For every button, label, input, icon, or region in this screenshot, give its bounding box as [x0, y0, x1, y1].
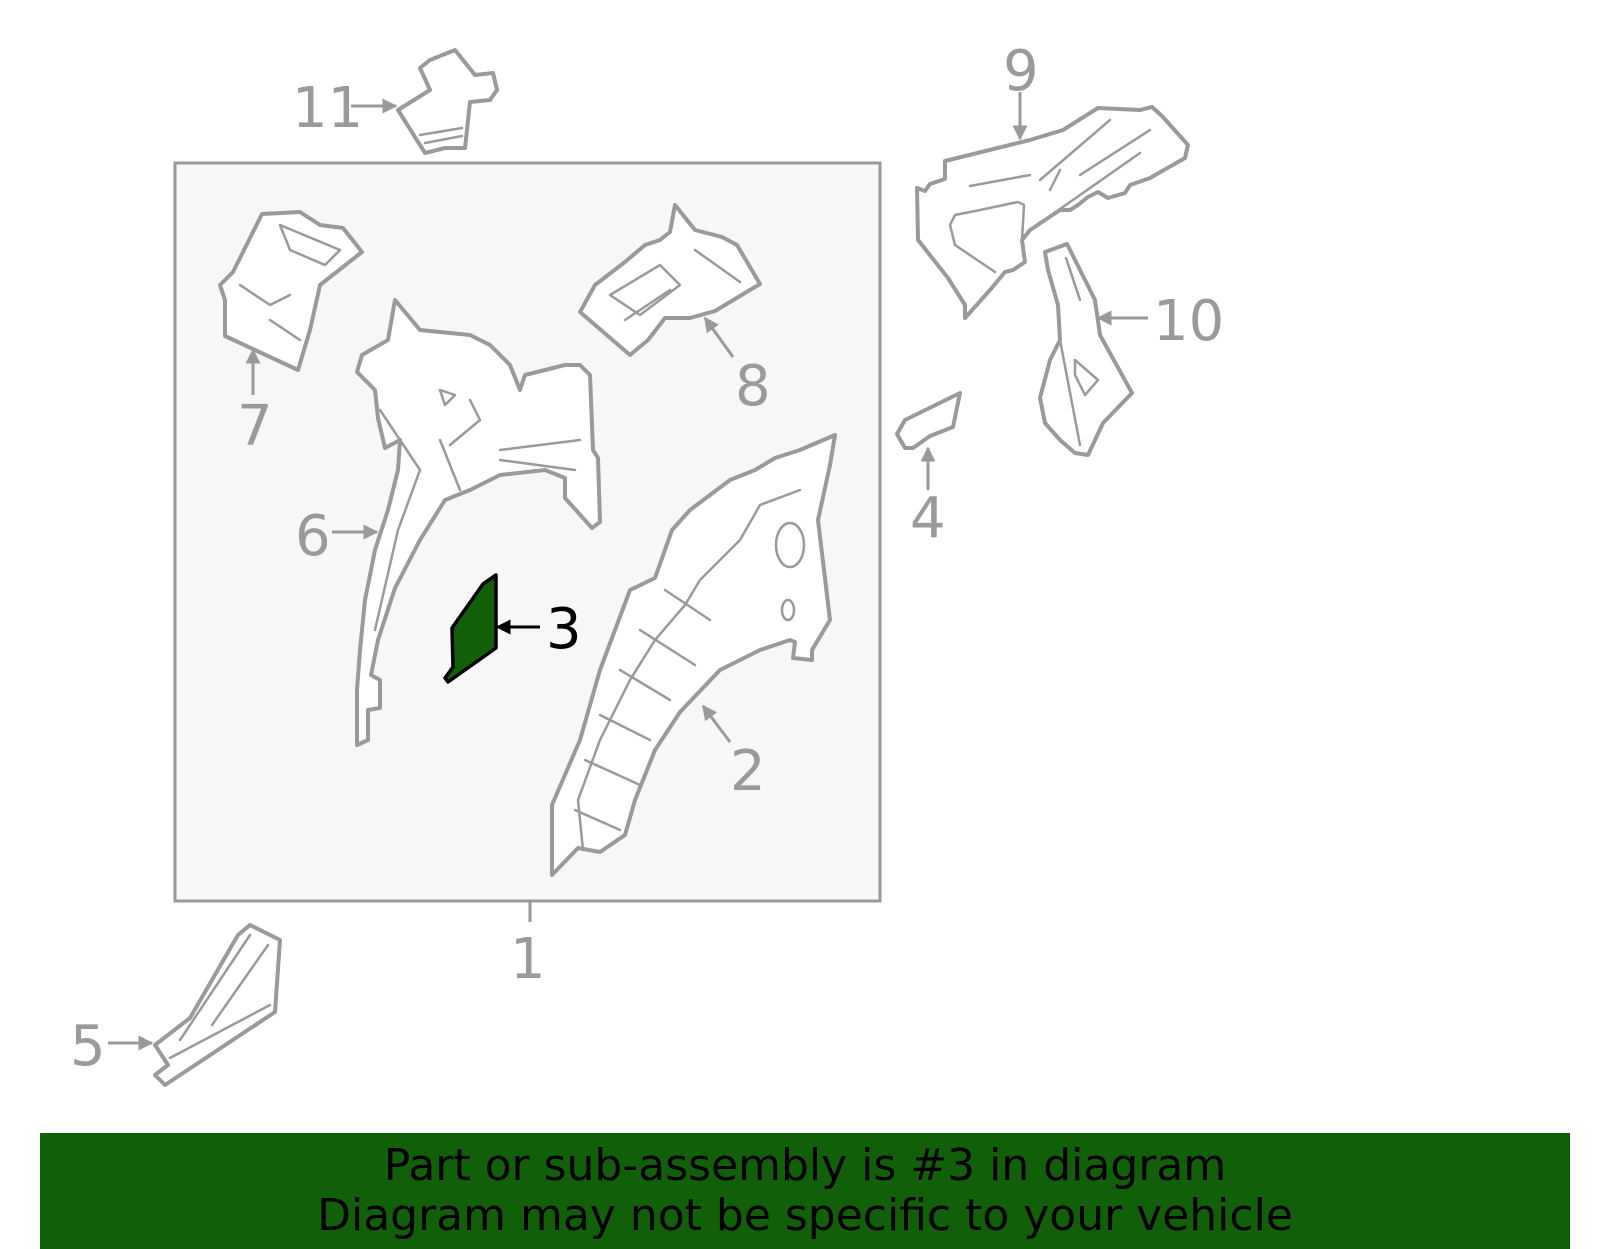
- callout-9: 9: [1003, 39, 1039, 104]
- part-7-bracket: [218, 210, 364, 372]
- callout-2: 2: [730, 739, 766, 804]
- info-banner: Part or sub-assembly is #3 in diagram Di…: [40, 1133, 1570, 1249]
- part-6-wheelhouse-inner: [355, 298, 602, 747]
- callout-6: 6: [295, 504, 331, 569]
- part-9-rail: [915, 105, 1190, 320]
- callout-3: 3: [546, 597, 582, 662]
- callout-1: 1: [510, 927, 546, 992]
- part-3-highlighted: [443, 573, 498, 684]
- callout-8: 8: [735, 354, 771, 419]
- banner-line-2: Diagram may not be specific to your vehi…: [317, 1190, 1293, 1241]
- banner-line-1: Part or sub-assembly is #3 in diagram: [383, 1140, 1227, 1191]
- callout-11: 11: [292, 76, 363, 141]
- callout-4: 4: [910, 486, 946, 551]
- callout-5: 5: [70, 1014, 106, 1079]
- part-4-gusset: [895, 391, 962, 450]
- part-8-bracket: [578, 203, 762, 357]
- part-2-wheelhouse-outer: [550, 433, 837, 877]
- part-11-bracket: [396, 48, 499, 155]
- callout-7: 7: [237, 394, 273, 459]
- part-10-pillar: [1038, 242, 1134, 457]
- part-5-extension: [153, 923, 282, 1087]
- callout-10: 10: [1153, 289, 1224, 354]
